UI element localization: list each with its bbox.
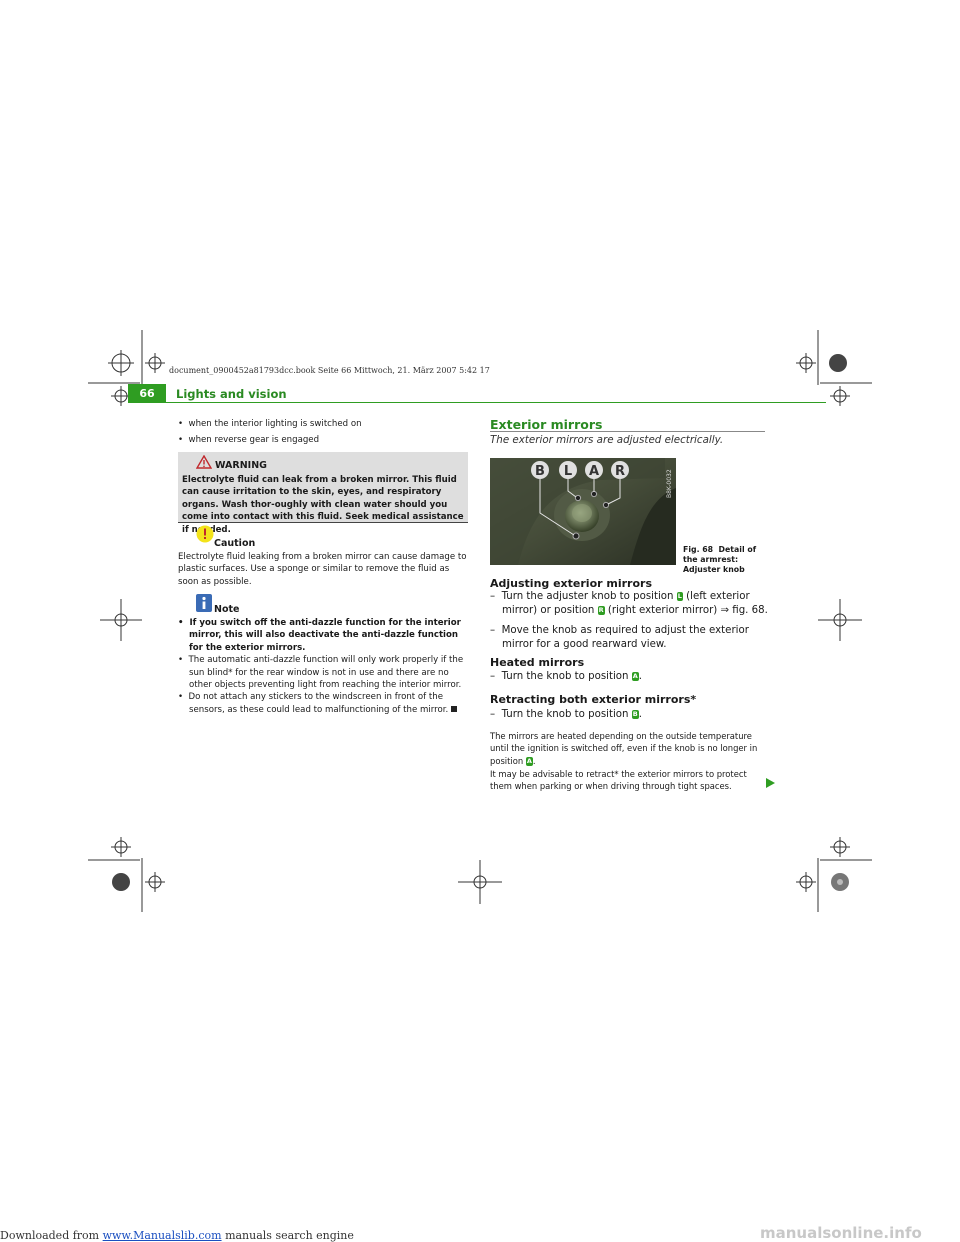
caution-title: Caution	[214, 538, 256, 549]
print-info: document_0900452a81793dcc.book Seite 66 …	[169, 366, 490, 375]
position-r-icon: R	[597, 605, 605, 615]
position-b-icon: B	[631, 709, 639, 719]
figure-caption-number: Fig. 68	[683, 545, 714, 554]
figure-label-r: R	[615, 464, 625, 479]
heated-step: – Turn the knob to position A.	[490, 670, 775, 684]
list-item: – Turn the adjuster knob to position L (…	[490, 591, 768, 616]
position-a-icon: A	[525, 756, 533, 766]
position-l-icon: L	[676, 591, 683, 601]
heated-heading: Heated mirrors	[490, 656, 585, 669]
figure-code: B8K-0032	[666, 469, 673, 498]
header-tab	[128, 384, 166, 403]
list-item: • when the interior lighting is switched…	[178, 419, 362, 429]
list-item: • The automatic anti-dazzle function wil…	[178, 655, 464, 691]
manualslib-link[interactable]: www.Manualslib.com	[102, 1229, 222, 1242]
warning-box	[178, 452, 468, 523]
figure-label-l: L	[564, 464, 572, 479]
section-heading: Exterior mirrors	[490, 417, 603, 432]
left-bullets: • when the interior lighting is switched…	[178, 418, 468, 447]
info-paragraph-2: It may be advisable to retract* the exte…	[490, 769, 747, 792]
list-item: • when reverse gear is engaged	[178, 435, 320, 446]
warning-icon	[196, 455, 212, 469]
page-number: 66	[139, 387, 155, 400]
list-item: – Turn the knob to position A.	[490, 671, 643, 682]
list-item: • If you switch off the anti-dazzle func…	[178, 618, 461, 653]
continue-arrow-icon	[766, 778, 775, 788]
retracting-step: – Turn the knob to position B.	[490, 708, 775, 722]
info-paragraph-1: The mirrors are heated depending on the …	[490, 731, 758, 766]
caution-icon	[196, 525, 214, 543]
warning-title: WARNING	[215, 460, 267, 471]
adjusting-heading: Adjusting exterior mirrors	[490, 577, 652, 590]
section-subtitle: The exterior mirrors are adjusted electr…	[490, 434, 724, 446]
section-title: Lights and vision	[176, 387, 287, 401]
figure-label-b: B	[535, 464, 545, 479]
warning-text: Electrolyte fluid can leak from a broken…	[182, 475, 464, 535]
position-a-icon: A	[631, 671, 639, 681]
retracting-heading: Retracting both exterior mirrors*	[490, 693, 697, 706]
end-marker-icon	[451, 706, 458, 713]
list-item: – Turn the knob to position B.	[490, 709, 642, 720]
figure-caption-text: Detail of the armrest: Adjuster knob	[683, 545, 757, 574]
note-info-icon	[196, 594, 212, 612]
header-rule	[166, 402, 826, 403]
watermark: manualsonline.info	[760, 1224, 922, 1242]
caution-text: Electrolyte fluid leaking from a broken …	[178, 552, 467, 587]
list-item: – Move the knob as required to adjust th…	[490, 625, 749, 650]
note-list: • If you switch off the anti-dazzle func…	[178, 617, 470, 716]
adjuster-knob-photo: B L A R B8K-0032	[490, 458, 676, 565]
note-title: Note	[214, 604, 240, 615]
download-footer: Downloaded from www.Manualslib.com manua…	[0, 1229, 354, 1242]
figure-caption: Fig. 68 Detail of the armrest: Adjuster …	[683, 545, 773, 575]
figure-label-a: A	[589, 464, 599, 479]
section-heading-rule	[490, 431, 765, 432]
list-item: • Do not attach any stickers to the wind…	[178, 691, 470, 716]
adjusting-steps: – Turn the adjuster knob to position L (…	[490, 590, 775, 652]
